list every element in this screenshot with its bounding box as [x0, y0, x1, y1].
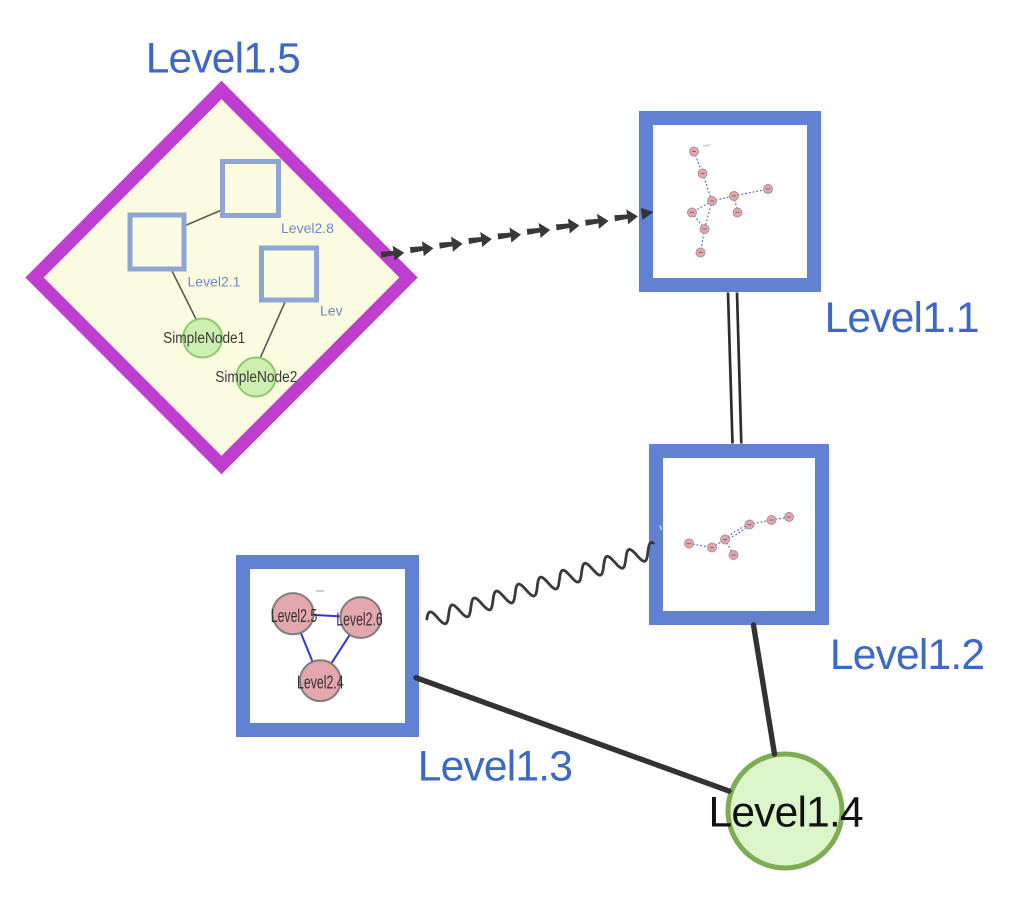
svg-text:Level2.6: Level2.6: [336, 610, 383, 630]
svg-text:Level1.1: Level1.1: [825, 295, 979, 342]
svg-text:Level1.5: Level1.5: [146, 36, 300, 83]
svg-text:Level2.1: Level2.1: [188, 274, 241, 290]
svg-text:Level1.4: Level1.4: [709, 789, 863, 836]
svg-text:Level1.3: Level1.3: [418, 744, 572, 791]
svg-text:SimpleNode2: SimpleNode2: [215, 369, 297, 386]
svg-text:Level2.8: Level2.8: [281, 220, 334, 236]
svg-text:Level2.4: Level2.4: [297, 673, 344, 693]
svg-text:Level2.5: Level2.5: [271, 606, 318, 626]
svg-text:Lev: Lev: [320, 303, 343, 319]
svg-text:SimpleNode1: SimpleNode1: [163, 330, 245, 347]
svg-text:Level1.2: Level1.2: [830, 632, 984, 679]
